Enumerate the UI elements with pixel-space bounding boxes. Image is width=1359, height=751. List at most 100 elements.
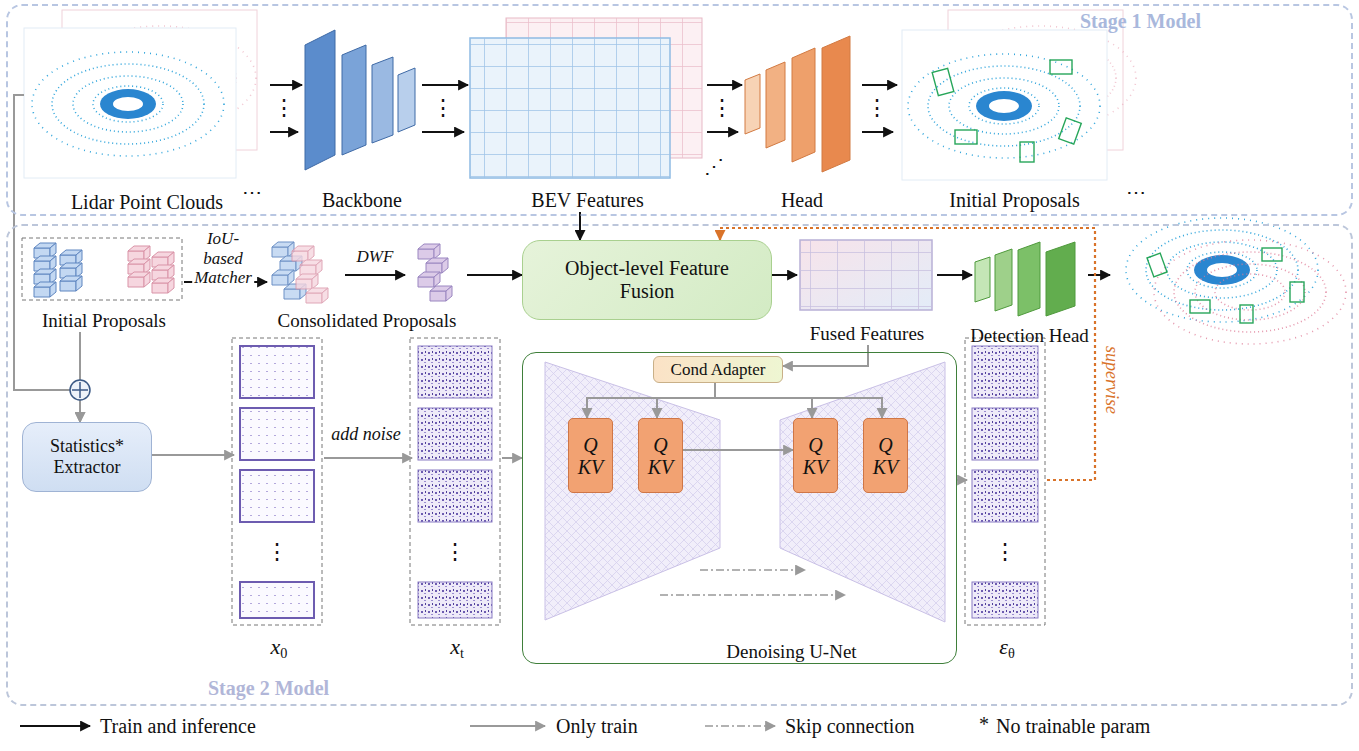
connector — [587, 383, 715, 418]
connector — [152, 454, 234, 456]
svg-g — [34, 243, 82, 297]
svg-use — [430, 286, 452, 301]
svg-rect — [1050, 60, 1072, 74]
stage-band: Stage 1 ModelLidar Point CloudsBackboneB… — [6, 4, 1353, 216]
svg-use — [32, 52, 224, 156]
panel-label: x0 — [271, 634, 288, 662]
head-panel: Detection Head — [972, 242, 1087, 347]
panel-label: Head — [781, 189, 823, 212]
edge-label: supervise — [1102, 344, 1123, 416]
fusion-box: Object-level Feature Fusion — [522, 240, 772, 320]
connector — [957, 479, 967, 481]
connector — [937, 274, 972, 276]
svg-polygon — [745, 74, 760, 134]
svg-g — [128, 246, 174, 293]
connector — [270, 84, 302, 86]
edge-label: IoU-based Matcher — [192, 229, 254, 288]
parallel-arrows — [270, 131, 893, 133]
box-label: Statistics* Extractor — [31, 436, 143, 477]
svg-path — [72, 382, 88, 398]
math-symbol: ε — [999, 634, 1008, 659]
panel-label: Fused Features — [810, 323, 925, 345]
latent-panel: x0 — [234, 340, 324, 662]
panel-label: Detection Head — [970, 325, 1089, 347]
svg-polygon — [1018, 242, 1040, 316]
proposals-illustration — [902, 10, 1136, 180]
math-subscript: 0 — [280, 646, 287, 662]
stage-title: Stage 2 Model — [208, 677, 329, 700]
proposals-panel: Initial Proposals — [897, 10, 1132, 212]
proposals-panel: Initial Proposals — [24, 240, 184, 332]
legend-text: Skip connection — [785, 716, 914, 736]
connector — [783, 345, 868, 366]
svg-g — [292, 246, 328, 303]
latent-columns — [232, 338, 1045, 625]
svg-rect — [240, 408, 314, 460]
svg-rect — [240, 582, 314, 618]
svg-use — [1194, 255, 1250, 285]
svg-polygon — [975, 257, 990, 302]
svg-g — [972, 346, 1038, 618]
svg-rect — [1190, 300, 1210, 313]
svg-polygon — [545, 362, 720, 620]
svg-use — [300, 260, 322, 275]
feature-panel: Fused Features — [797, 237, 937, 345]
svg-rect — [972, 582, 1038, 618]
svg-rect — [470, 38, 670, 178]
box-label: Q KV — [648, 434, 674, 478]
svg-line — [660, 594, 845, 596]
box-label: Cond Adapter — [671, 360, 766, 380]
svg-rect — [1240, 305, 1253, 323]
svg-use — [1126, 218, 1318, 322]
svg-rect — [232, 338, 322, 625]
svg-rect — [1290, 282, 1304, 302]
svg-line — [345, 274, 405, 276]
svg-rect — [902, 30, 1107, 180]
svg-use — [292, 246, 314, 261]
svg-line — [862, 131, 893, 133]
svg-line — [270, 131, 298, 133]
svg-polygon — [1046, 242, 1075, 316]
math-subscript: θ — [1008, 646, 1015, 662]
svg-polygon — [822, 36, 850, 172]
consolidated-cubes — [272, 242, 452, 303]
connector — [79, 332, 81, 422]
svg-g — [418, 244, 452, 301]
ellipsis-mark: ⋮ — [444, 541, 466, 563]
ellipsis-mark: ⋰ — [704, 156, 724, 176]
ellipsis-mark: ⋯ — [242, 182, 262, 202]
lidar-illustration — [24, 10, 257, 178]
svg-g — [932, 60, 1081, 162]
svg-g — [240, 346, 314, 618]
stage-title: Stage 1 Model — [1080, 10, 1201, 33]
svg-rect — [800, 240, 932, 310]
svg-polygon — [372, 57, 393, 143]
math-subscript: t — [460, 646, 464, 662]
head-illustration — [745, 36, 850, 172]
svg-rect — [1059, 118, 1082, 144]
fused-grid — [800, 240, 932, 310]
svg-rect — [24, 28, 236, 178]
ellipsis-mark: ⋯ — [1126, 182, 1146, 202]
panel-label: Lidar Point Clouds — [71, 191, 223, 214]
attention-block: Q KV — [793, 418, 838, 493]
svg-line — [20, 725, 90, 727]
panel-label: Denoising U-Net — [726, 641, 856, 663]
svg-rect — [22, 238, 182, 300]
legend-text: Train and inference — [100, 716, 256, 736]
panel-label: BEV Features — [531, 189, 643, 212]
panel-label: Initial Proposals — [42, 310, 166, 332]
attention-block: Q KV — [638, 418, 683, 493]
head-panel: Head — [742, 22, 862, 212]
svg-line — [422, 131, 464, 133]
lidar-panel: Lidar Point Clouds — [24, 14, 270, 214]
math-symbol: x — [271, 634, 281, 659]
svg-use — [128, 272, 150, 287]
svg-polygon — [342, 45, 366, 155]
svg-rect — [410, 338, 500, 625]
svg-line — [707, 131, 738, 133]
connector — [715, 383, 882, 418]
connector — [467, 274, 522, 276]
svg-use — [426, 258, 448, 273]
bev-grid — [470, 18, 702, 178]
